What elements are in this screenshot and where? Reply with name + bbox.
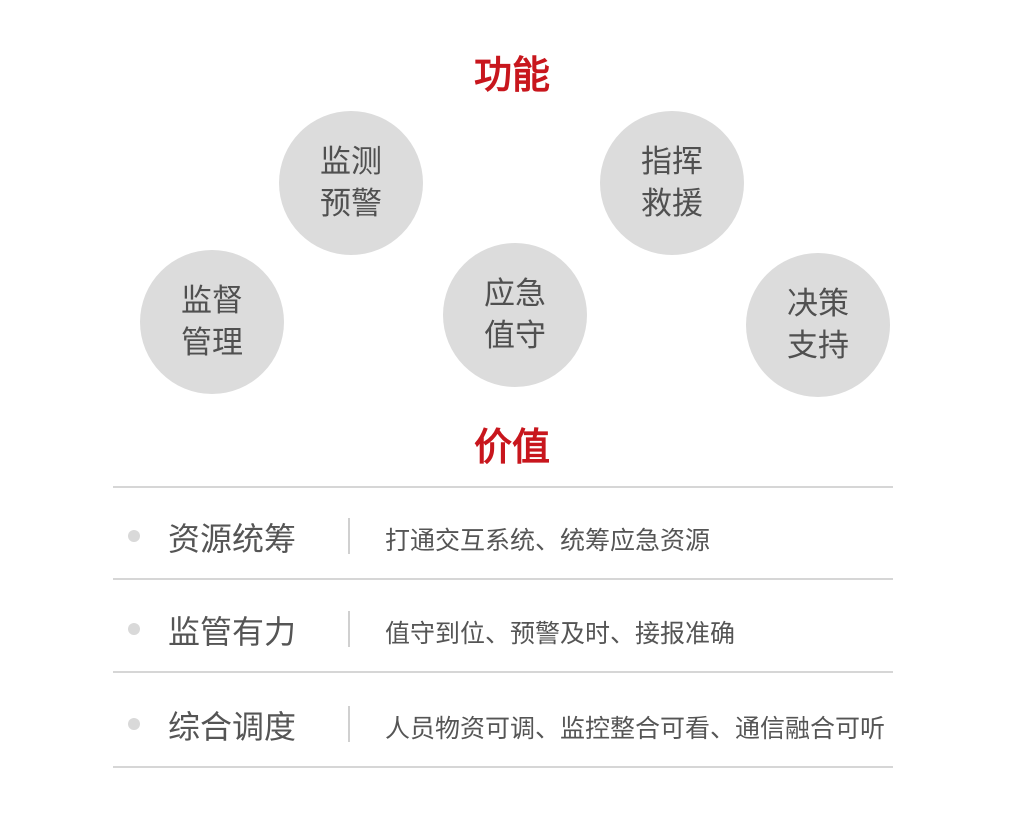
- separator: [348, 611, 350, 647]
- circle-label: 指挥: [641, 144, 703, 180]
- separator: [348, 706, 350, 742]
- divider: [113, 671, 893, 673]
- value-label: 资源统筹: [168, 520, 297, 558]
- value-description: 人员物资可调、监控整合可看、通信融合可听: [385, 714, 886, 743]
- circle-label: 应急: [484, 276, 546, 312]
- function-circle-emergency-duty: 应急 值守: [443, 243, 587, 387]
- divider: [113, 486, 893, 488]
- value-row: 资源统筹 打通交互系统、统筹应急资源: [113, 488, 1013, 580]
- circle-label: 预警: [320, 186, 382, 222]
- circle-label: 决策: [787, 286, 849, 322]
- value-row: 综合调度 人员物资可调、监控整合可看、通信融合可听: [113, 676, 1013, 768]
- value-description: 值守到位、预警及时、接报准确: [385, 619, 736, 648]
- bullet-icon: [128, 530, 140, 542]
- divider: [113, 578, 893, 580]
- value-label: 监管有力: [168, 613, 297, 651]
- values-title: 价值: [473, 425, 550, 469]
- divider: [113, 766, 893, 768]
- functions-title: 功能: [473, 53, 550, 97]
- value-label: 综合调度: [168, 708, 297, 746]
- function-circle-decision-support: 决策 支持: [746, 253, 890, 397]
- circle-label: 值守: [484, 318, 546, 354]
- circle-label: 监测: [320, 144, 382, 180]
- function-circle-supervision-management: 监督 管理: [140, 250, 284, 394]
- separator: [348, 518, 350, 554]
- bullet-icon: [128, 623, 140, 635]
- function-circle-command-rescue: 指挥 救援: [600, 111, 744, 255]
- value-row: 监管有力 值守到位、预警及时、接报准确: [113, 581, 1013, 673]
- bullet-icon: [128, 718, 140, 730]
- circle-label: 支持: [787, 328, 849, 364]
- value-description: 打通交互系统、统筹应急资源: [385, 526, 711, 555]
- function-circle-monitoring-warning: 监测 预警: [279, 111, 423, 255]
- circle-label: 救援: [641, 186, 703, 222]
- circle-label: 管理: [181, 325, 243, 361]
- circle-label: 监督: [181, 283, 243, 319]
